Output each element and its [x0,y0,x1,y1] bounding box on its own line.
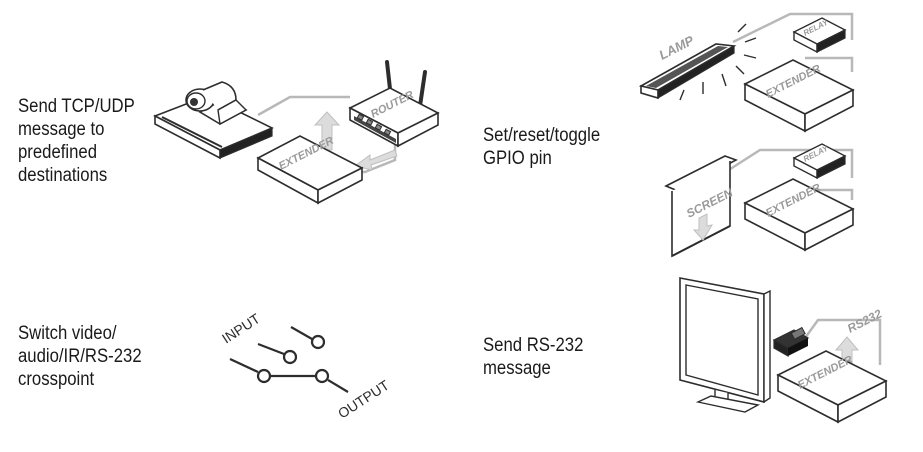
rs232-label: RS232 [845,306,884,335]
camera-wire [257,95,350,117]
projection-screen-icon [664,155,738,192]
input-label: INPUT [219,310,263,347]
caption-gpio: Set/reset/toggle GPIO pin [483,125,601,169]
crosspoint-switch-illustration [229,326,349,393]
input-node-2 [282,349,298,365]
router-antenna-right [418,70,427,108]
rs232-wire [798,318,882,365]
monitor-stand [695,395,761,413]
caption-rs232: Send RS-232 message [483,335,584,379]
up-arrow-icon [313,111,341,151]
gpio-screen-illustration: SCREEN RELAY EXTENDER [664,143,855,258]
gpio-lamp-illustration: LAMP RELAY EXTENDER [638,12,855,133]
relay-wire [805,56,854,72]
lamp-rays [679,23,757,101]
caption-crosspoint: Switch video/ audio/IR/RS-232 crosspoint [18,323,142,390]
input-node-1 [310,334,326,350]
output-label: OUTPUT [335,377,392,422]
lamp-wire [732,12,854,44]
switch-node-out [314,368,330,384]
tcp-udp-illustration: ROUTER EXTENDER [153,60,440,205]
switch-node-in [256,368,272,384]
caption-tcp-udp: Send TCP/UDP message to predefined desti… [18,96,135,186]
rs232-illustration: RS232 EXTENDER [679,277,888,424]
screen-down-arrow-icon [692,213,714,241]
screen-wire [709,148,854,184]
